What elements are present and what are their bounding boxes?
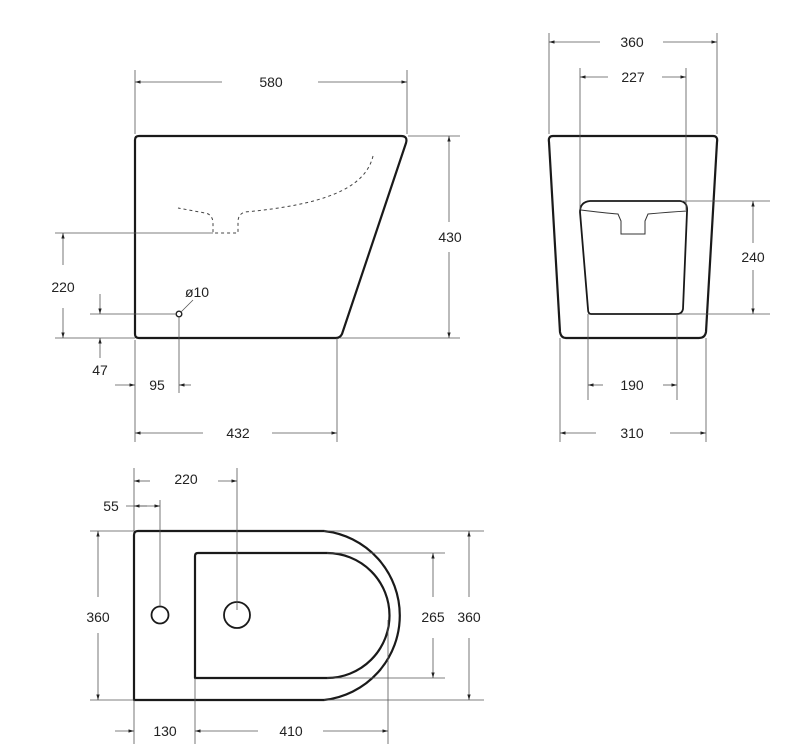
dim-opening-height: 240 — [741, 249, 765, 265]
overflow-hole-icon — [150, 605, 170, 625]
dim-overall-width-right: 360 — [457, 609, 481, 625]
bowl-hidden-line — [177, 155, 374, 234]
dim-inner-bottom-width: 190 — [620, 377, 644, 393]
front-view: 360 227 240 190 310 — [547, 33, 770, 442]
dim-overflow-offset: 55 — [103, 498, 119, 514]
dim-hole-offset: 95 — [149, 377, 165, 393]
drain-hole-icon — [175, 310, 183, 318]
dim-bottom-width: 310 — [620, 425, 644, 441]
dim-bowl-width: 265 — [421, 609, 445, 625]
side-view-outline — [133, 134, 408, 340]
top-view: 220 55 360 265 360 130 410 — [86, 468, 484, 744]
front-opening-outline — [579, 200, 689, 315]
dim-overall-length: 580 — [259, 74, 283, 90]
dim-hole-diameter: ø10 — [185, 284, 209, 300]
dim-height: 430 — [438, 229, 462, 245]
front-inner-line — [580, 209, 688, 235]
bowl-outline — [193, 551, 391, 680]
dim-tap-hole-center: 220 — [174, 471, 198, 487]
top-view-outline — [132, 529, 401, 702]
dim-base-length: 432 — [226, 425, 250, 441]
front-view-outline — [547, 134, 719, 340]
dim-top-width: 360 — [620, 34, 644, 50]
dim-overall-width-left: 360 — [86, 609, 110, 625]
dim-bowl-length: 410 — [279, 723, 303, 739]
dim-hole-height: 47 — [92, 362, 108, 378]
dim-inlet-height: 220 — [51, 279, 75, 295]
side-view: 580 430 220 47 ø10 95 432 — [51, 70, 462, 442]
dim-rim-depth: 130 — [153, 723, 177, 739]
dim-inner-top-width: 227 — [621, 69, 645, 85]
